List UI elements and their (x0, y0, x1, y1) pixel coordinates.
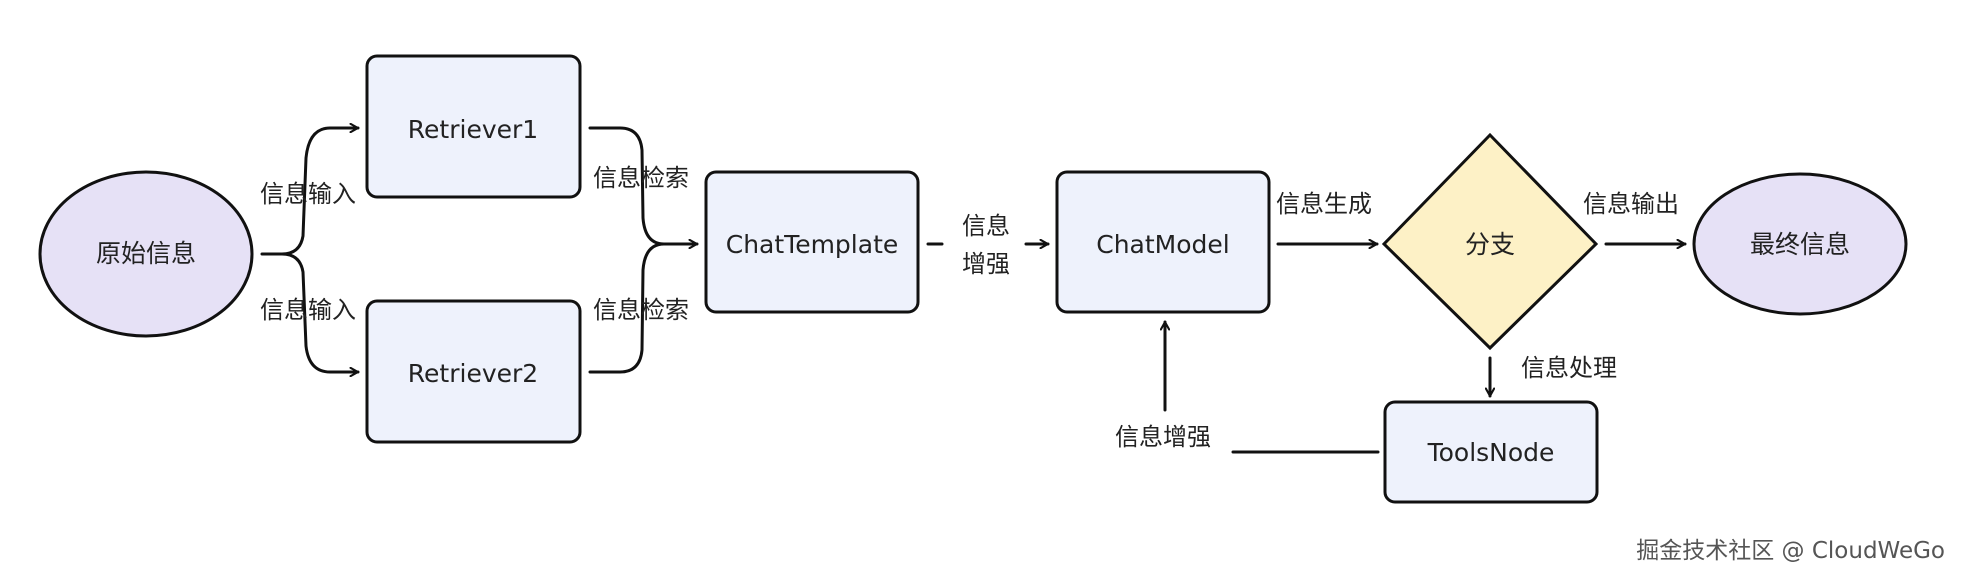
node-tools-node-label: ToolsNode (1427, 438, 1555, 467)
edge-label-process: 信息处理 (1521, 354, 1617, 382)
edge-label-enhance-line2: 增强 (962, 250, 1010, 278)
node-retriever1-box (365, 54, 582, 199)
node-branch-label: 分支 (1465, 230, 1515, 259)
edge-source-brace (260, 128, 360, 256)
node-final-label: 最终信息 (1750, 230, 1850, 259)
edge-retriever2-template (588, 242, 666, 374)
node-chat-model-box (1055, 170, 1271, 314)
edge-label-input-bottom: 信息输入 (260, 296, 356, 324)
node-chat-model-label: ChatModel (1096, 230, 1229, 259)
node-source-label: 原始信息 (96, 239, 196, 268)
node-branch-diamond (1381, 132, 1599, 351)
node-source-ellipse (38, 170, 254, 338)
node-chat-template-label: ChatTemplate (726, 230, 899, 259)
edge-label-enhance-line1: 信息 (962, 212, 1010, 240)
edge-label-output: 信息输出 (1583, 190, 1679, 218)
node-retriever2-box (365, 299, 582, 444)
node-retriever2-label: Retriever2 (408, 359, 538, 388)
edge-label-input-top: 信息输入 (260, 180, 356, 208)
watermark: 掘金技术社区 @ CloudWeGo (1636, 538, 1945, 564)
node-retriever1-label: Retriever1 (408, 115, 538, 144)
node-chat-template-box (704, 170, 920, 314)
edge-retriever1-template (588, 126, 699, 244)
edge-source-brace-bottom (280, 252, 360, 372)
edge-label-enhance-back: 信息增强 (1115, 423, 1211, 451)
edge-label-retrieve-top: 信息检索 (593, 164, 689, 192)
edge-label-generate: 信息生成 (1276, 190, 1372, 218)
node-tools-node-box (1383, 400, 1599, 504)
edge-label-retrieve-bottom: 信息检索 (593, 296, 689, 324)
node-final-ellipse (1692, 172, 1908, 316)
